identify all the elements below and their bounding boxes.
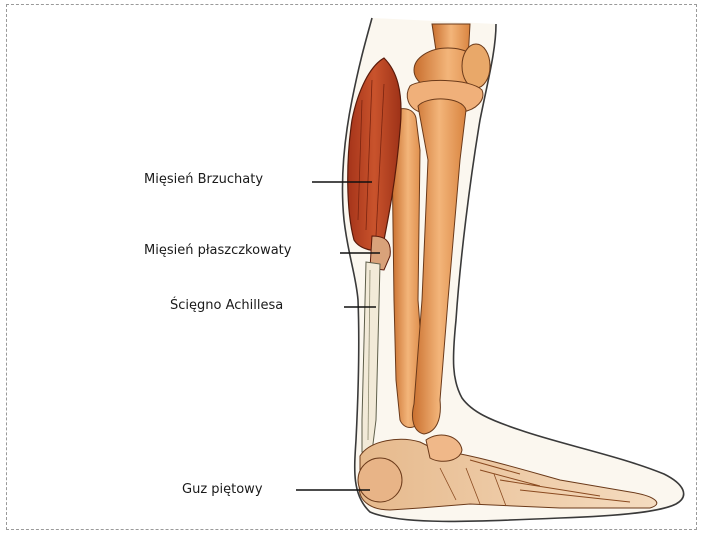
label-calcaneus: Guz piętowy bbox=[182, 482, 263, 498]
label-gastrocnemius: Mięsień Brzuchaty bbox=[144, 172, 263, 188]
label-soleus: Mięsień płaszczkowaty bbox=[144, 243, 291, 259]
label-achilles: Ścięgno Achillesa bbox=[170, 298, 283, 314]
